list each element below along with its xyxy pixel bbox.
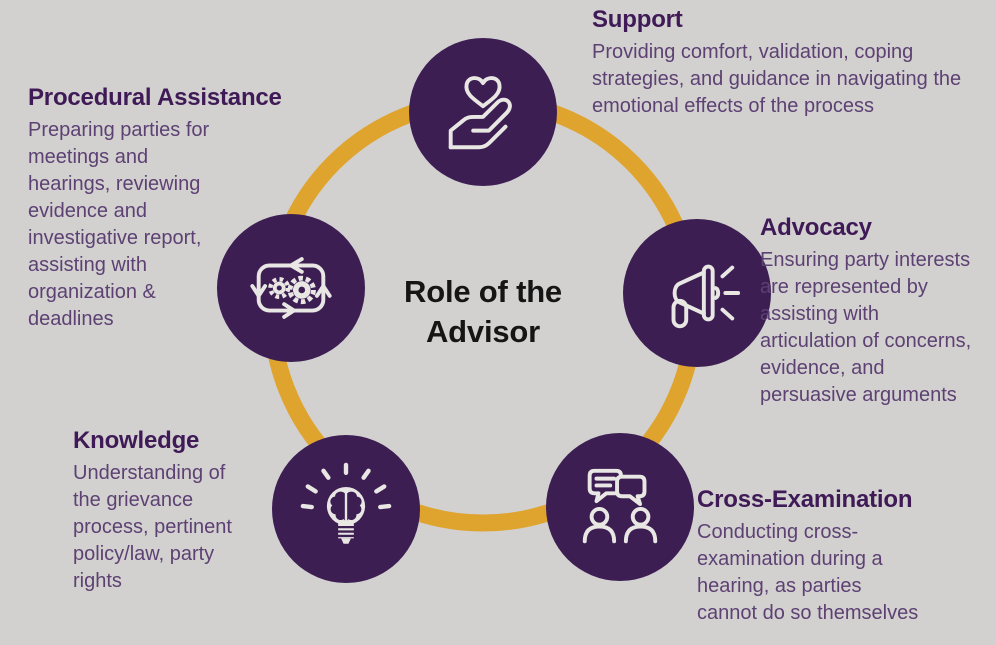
procedural-assistance-title: Procedural Assistance (28, 84, 282, 111)
procedural-assistance-circle (217, 214, 365, 362)
support-section: Support Providing comfort, validation, c… (592, 6, 992, 120)
knowledge-title: Knowledge (73, 427, 200, 454)
process-gears-icon (250, 257, 332, 319)
cross-examination-description: Conducting cross- examination during a h… (697, 521, 919, 624)
megaphone-icon (671, 264, 741, 329)
cross-examination-section: Cross-Examination Conducting cross- exam… (697, 486, 996, 627)
knowledge-section: Knowledge Understanding of the grievance… (73, 427, 293, 595)
cross-examination-circle (546, 433, 694, 581)
support-title: Support (592, 6, 683, 33)
brain-lightbulb-icon (300, 462, 392, 544)
support-circle (409, 38, 557, 186)
advocacy-title: Advocacy (760, 214, 872, 241)
advocacy-circle (623, 219, 771, 367)
page-title: Role of the Advisor (404, 274, 562, 349)
cross-examination-title: Cross-Examination (697, 486, 913, 513)
procedural-assistance-description: Preparing parties for meetings and heari… (28, 119, 210, 330)
conversation-icon (582, 468, 658, 544)
advocacy-description: Ensuring party interests are represented… (760, 249, 972, 406)
knowledge-circle (272, 435, 420, 583)
procedural-assistance-section: Procedural Assistance Preparing parties … (28, 84, 290, 333)
knowledge-description: Understanding of the grievance process, … (73, 462, 232, 592)
advocacy-section: Advocacy Ensuring party interests are re… (760, 214, 996, 409)
support-description: Providing comfort, validation, coping st… (592, 41, 962, 117)
hand-holding-heart-icon (448, 76, 512, 150)
